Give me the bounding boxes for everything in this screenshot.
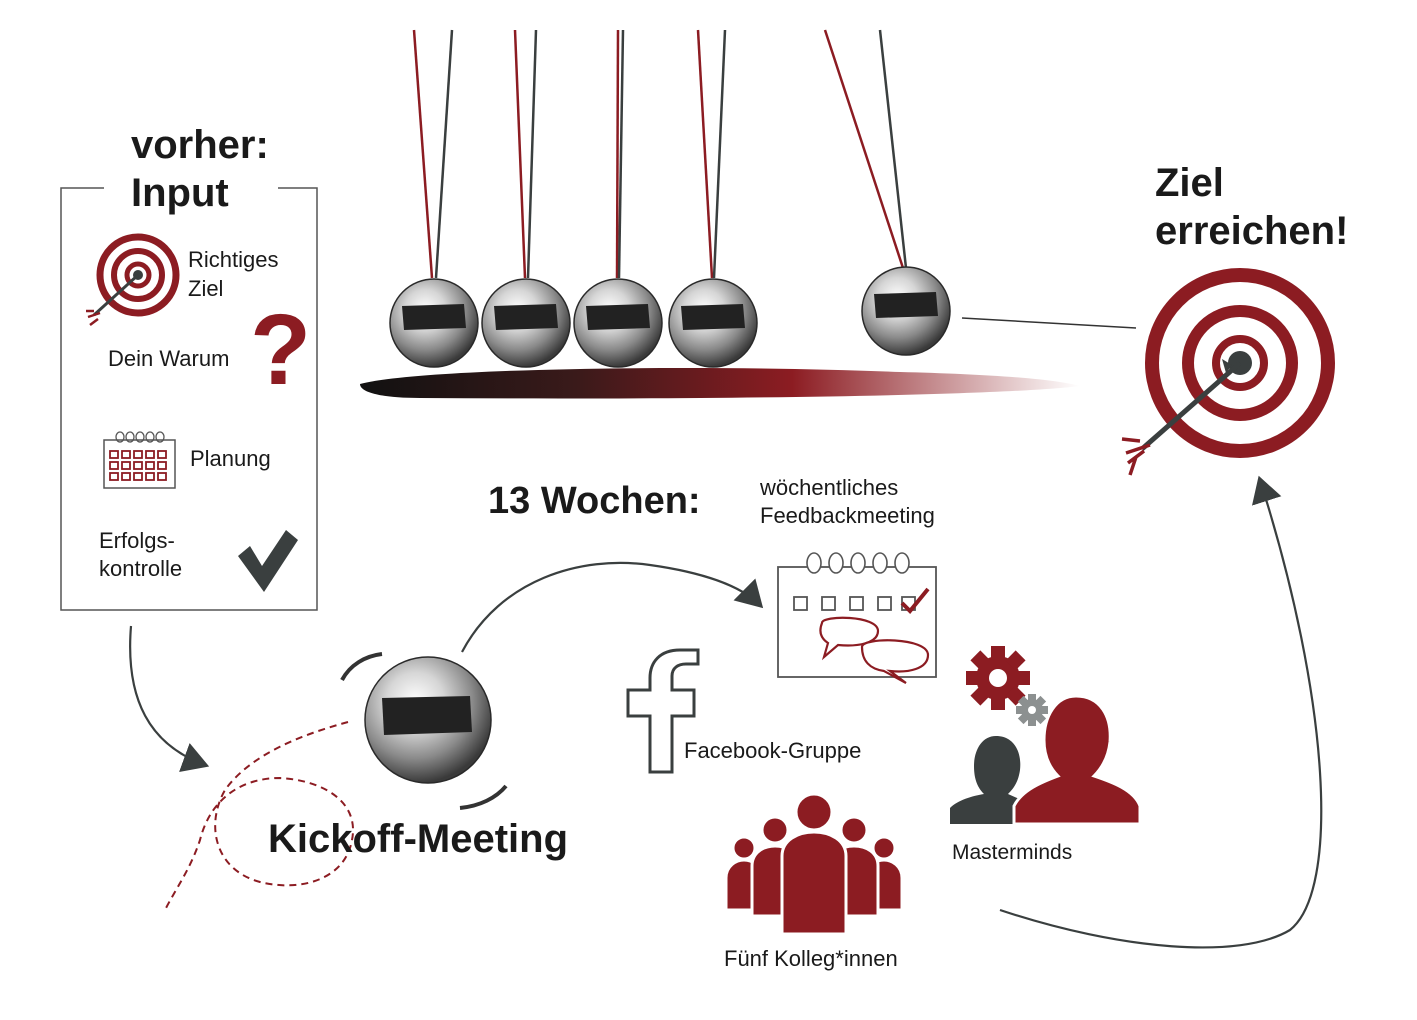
goal-heading-line2: erreichen! — [1155, 209, 1349, 253]
item-erfolgskontrolle-line1: Erfolgs- — [99, 528, 175, 553]
ball-to-goal-connector — [961, 317, 1137, 329]
question-mark-icon: ? — [250, 294, 312, 406]
input-to-kickoff-arrow — [129, 625, 210, 772]
input-heading-line1: vorher: — [131, 123, 269, 167]
cradle-ball-swinging — [861, 266, 951, 356]
item-richtiges-ziel-line2: Ziel — [188, 276, 224, 301]
kickoff-dashed-path — [164, 721, 355, 911]
colleagues-to-goal-arrow — [999, 475, 1323, 949]
masterminds-icon — [950, 646, 1142, 826]
cradle-strings — [412, 29, 908, 279]
kickoff-ball — [340, 652, 508, 810]
facebook-icon — [626, 648, 700, 774]
colleagues-icon — [724, 792, 904, 936]
input-panel-frame — [60, 187, 318, 611]
cradle-ball — [573, 278, 663, 368]
cradle-ball — [481, 278, 571, 368]
kickoff-to-feedback-arrow — [461, 561, 764, 653]
facebook-group-label: Facebook-Gruppe — [684, 738, 862, 763]
cradle-ball — [668, 278, 758, 368]
goal-target-icon — [1121, 268, 1335, 476]
item-dein-warum: Dein Warum — [108, 346, 230, 371]
input-heading-bg — [112, 120, 272, 210]
kickoff-label: Kickoff-Meeting — [268, 817, 568, 861]
target-icon — [86, 233, 180, 326]
cradle-ball — [389, 278, 479, 368]
weekly-feedback-line2: Feedbackmeeting — [760, 503, 935, 528]
calendar-icon — [103, 431, 176, 489]
goal-heading-line1: Ziel — [1155, 161, 1224, 205]
weekly-feedback-line1: wöchentliches — [760, 475, 899, 500]
input-heading-line2: Input — [131, 171, 229, 215]
item-planung: Planung — [190, 446, 271, 471]
cradle-shadow — [360, 368, 1080, 399]
checkmark-icon — [238, 530, 298, 592]
cradle-balls — [389, 266, 951, 368]
masterminds-label: Masterminds — [952, 841, 1073, 864]
colleagues-label: Fünf Kolleg*innen — [724, 946, 898, 971]
feedback-calendar-icon — [777, 552, 937, 684]
item-richtiges-ziel-line1: Richtiges — [188, 247, 279, 272]
item-erfolgskontrolle-line2: kontrolle — [99, 556, 183, 581]
program-duration: 13 Wochen: — [488, 480, 701, 522]
